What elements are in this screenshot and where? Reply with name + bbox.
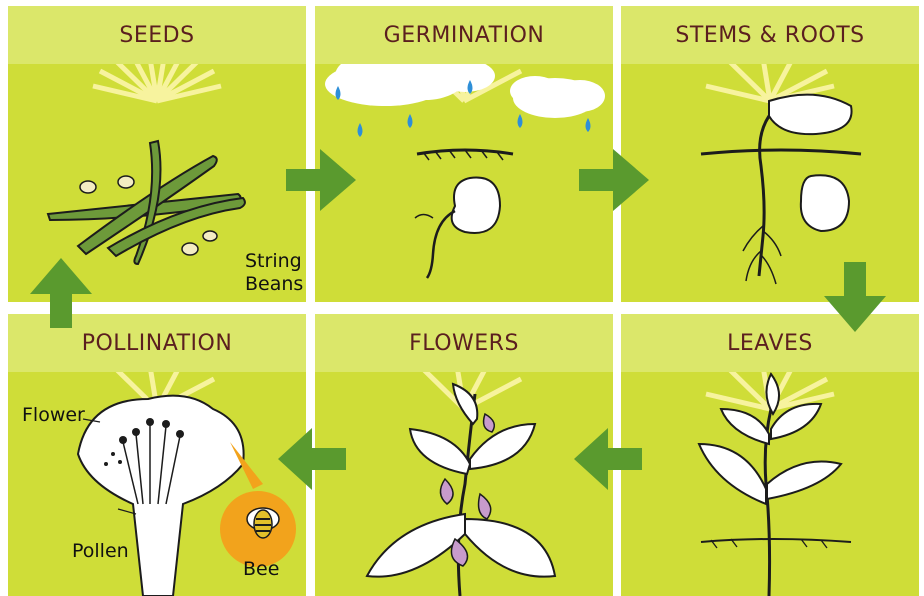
stage-title: LEAVES bbox=[727, 331, 813, 356]
cloud-icon bbox=[510, 76, 605, 118]
stage-title: STEMS & ROOTS bbox=[675, 23, 864, 48]
arrow-left-icon bbox=[574, 426, 642, 492]
panel-leaves: LEAVES bbox=[621, 314, 919, 596]
string-beans-label: String Beans bbox=[245, 250, 303, 296]
stage-title: GERMINATION bbox=[384, 23, 545, 48]
stage-title: SEEDS bbox=[119, 23, 194, 48]
stage-title: POLLINATION bbox=[82, 331, 233, 356]
arrow-right-icon bbox=[579, 145, 651, 215]
arrow-down-icon bbox=[820, 262, 890, 334]
stage-header: SEEDS bbox=[8, 6, 306, 64]
pollen-label: Pollen bbox=[72, 540, 129, 563]
stage-header: STEMS & ROOTS bbox=[621, 6, 919, 64]
stage-title: FLOWERS bbox=[409, 331, 519, 356]
arrow-right-icon bbox=[286, 145, 358, 215]
arrow-left-icon bbox=[278, 426, 346, 492]
panel-flowers: FLOWERS bbox=[315, 314, 613, 596]
stage-header: GERMINATION bbox=[315, 6, 613, 64]
panel-stems-roots: STEMS & ROOTS bbox=[621, 6, 919, 302]
panel-germination: GERMINATION bbox=[315, 6, 613, 302]
panel-pollination: POLLINATION Flower Pollen Bee bbox=[8, 314, 306, 596]
flower-label: Flower bbox=[22, 404, 85, 427]
bee-label: Bee bbox=[243, 558, 279, 581]
stage-header: FLOWERS bbox=[315, 314, 613, 372]
arrow-up-icon bbox=[28, 258, 94, 328]
